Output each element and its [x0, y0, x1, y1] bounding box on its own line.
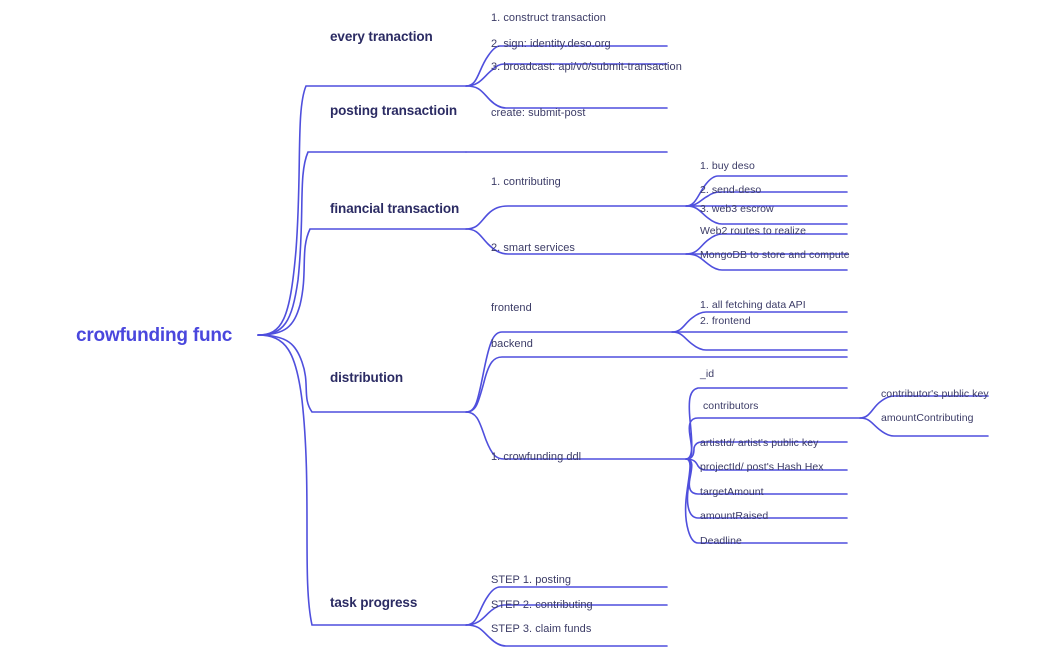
leaf-node-sign-identity-deso-org[interactable]: 2. sign: identity.deso.org: [491, 38, 611, 50]
leaf-node-step-2-contributing[interactable]: STEP 2. contributing: [491, 599, 593, 611]
leaf-node-mongodb-store-compute[interactable]: MongoDB to store and compute: [700, 249, 850, 261]
leaf-node-web2-routes-to-realize[interactable]: Web2 routes to realize: [700, 225, 806, 237]
edge-root-financial-transaction: [257, 228, 467, 336]
leaf-node-ddl-artistid[interactable]: artistId/ artist's public key: [700, 437, 819, 449]
edge-every-tranaction-3: [465, 85, 668, 109]
branch-node-distribution[interactable]: distribution: [330, 370, 404, 385]
leaf-node-step-3-claim-funds[interactable]: STEP 3. claim funds: [491, 623, 592, 635]
leaf-node-all-fetching-data-api[interactable]: 1. all fetching data API: [700, 299, 806, 311]
leaf-node-crowfunding-ddl[interactable]: 1. crowfunding ddl: [491, 451, 582, 463]
branch-node-every-tranaction[interactable]: every tranaction: [330, 29, 433, 44]
leaf-node-backend[interactable]: backend: [491, 338, 533, 350]
leaf-node-contributing[interactable]: 1. contributing: [491, 176, 561, 188]
edge-distribution-backend: [465, 356, 848, 413]
edge-frontend-fetching-api: [671, 311, 848, 333]
leaf-node-send-deso[interactable]: 2. send-deso: [700, 184, 762, 196]
leaf-node-ddl-amountraised[interactable]: amountRaised: [700, 510, 769, 522]
branch-node-posting-transactioin[interactable]: posting transactioin: [330, 103, 458, 118]
leaf-node-ddl-targetamount[interactable]: targetAmount: [700, 486, 764, 498]
leaf-node-smart-services[interactable]: 2. smart services: [491, 242, 575, 254]
leaf-node-ddl-id[interactable]: _id: [700, 368, 715, 380]
leaf-node-contributors-public-key[interactable]: contributor's public key: [881, 388, 989, 400]
leaf-node-buy-deso[interactable]: 1. buy deso: [700, 160, 755, 172]
leaf-node-create-submit-post[interactable]: create: submit-post: [491, 107, 586, 119]
leaf-node-construct-transaction[interactable]: 1. construct transaction: [491, 12, 606, 24]
leaf-node-frontend-child[interactable]: 2. frontend: [700, 315, 751, 327]
leaf-node-broadcast-submit-transaction[interactable]: 3. broadcast: api/v0/submit-transaction: [491, 61, 682, 73]
leaf-node-frontend[interactable]: frontend: [491, 302, 532, 314]
leaf-node-ddl-contributors[interactable]: contributors: [703, 400, 759, 412]
edge-frontend-frontend: [671, 331, 848, 351]
root-node-crowfunding-func[interactable]: crowfunding func: [76, 325, 233, 346]
leaf-node-step-1-posting[interactable]: STEP 1. posting: [491, 574, 572, 586]
leaf-node-ddl-projectid[interactable]: projectId/ post's Hash Hex: [700, 461, 824, 473]
leaf-node-ddl-deadline[interactable]: Deadline: [700, 535, 742, 547]
branch-node-task-progress[interactable]: task progress: [330, 595, 418, 610]
leaf-node-web3-escrow[interactable]: 3. web3 escrow: [700, 203, 774, 215]
leaf-node-amount-contributing[interactable]: amountContributing: [881, 412, 974, 424]
branch-node-financial-transaction[interactable]: financial transaction: [330, 201, 460, 216]
edge-root-posting-transactioin: [257, 151, 467, 336]
